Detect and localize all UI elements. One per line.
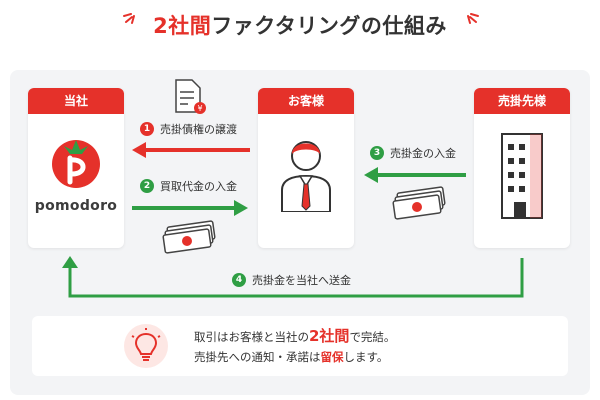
step-2-label: 2 買取代金の入金	[140, 178, 237, 194]
company-logo-text: pomodoro	[34, 198, 118, 214]
lightbulb-icon-wrap	[124, 324, 168, 368]
step-1-badge: 1	[140, 122, 154, 136]
lightbulb-icon	[131, 328, 161, 361]
page-title: 2社間ファクタリングの仕組み	[0, 10, 600, 40]
step-4-badge: 4	[232, 273, 246, 287]
step-4-text: 売掛金を当社へ送金	[252, 274, 351, 287]
arrow-step1	[132, 142, 250, 158]
party-customer-label: お客様	[258, 88, 354, 114]
arrow-step4	[62, 256, 524, 298]
step-1-label: 1 売掛債権の譲渡	[140, 121, 237, 137]
title-sparkle-left-icon	[123, 13, 135, 24]
step-1-text: 売掛債権の譲渡	[160, 123, 237, 136]
note-line1-post: で完結。	[349, 330, 396, 344]
title-accent: 2社間	[153, 14, 212, 38]
party-customer-card: お客様	[258, 88, 354, 248]
party-debtor-label: 売掛先様	[474, 88, 570, 114]
info-note-text: 取引はお客様と当社の2社間で完結。 売掛先への通知・承諾は留保します。	[194, 326, 395, 367]
party-company-card: 当社 pomodoro	[28, 88, 124, 248]
step-4-label: 4 売掛金を当社へ送金	[232, 272, 351, 288]
note-line1-pre: 取引はお客様と当社の	[194, 330, 309, 344]
party-debtor-card: 売掛先様	[474, 88, 570, 248]
note-line1-highlight: 2社間	[309, 327, 350, 345]
title-sparkle-right-icon	[467, 13, 479, 24]
step-3-label: 3 売掛金の入金	[370, 145, 456, 161]
note-line2-pre: 売掛先への通知・承諾は	[194, 350, 321, 364]
note-line2-highlight: 留保	[320, 350, 344, 364]
step-2-badge: 2	[140, 179, 154, 193]
svg-text:¥: ¥	[197, 104, 202, 113]
arrow-step3	[364, 167, 466, 183]
office-building-icon	[501, 133, 543, 219]
banknotes-icon-2	[392, 186, 446, 220]
tomato-logo-icon	[52, 140, 100, 188]
arrow-step2	[132, 200, 248, 216]
step-3-badge: 3	[370, 146, 384, 160]
banknotes-icon	[162, 220, 216, 254]
info-note-line1: 取引はお客様と当社の2社間で完結。	[194, 326, 395, 347]
info-note-line2: 売掛先への通知・承諾は留保します。	[194, 347, 395, 367]
step-3-text: 売掛金の入金	[390, 147, 456, 160]
document-yen-icon: ¥	[175, 79, 206, 114]
person-icon	[281, 141, 331, 212]
info-note-box: 取引はお客様と当社の2社間で完結。 売掛先への通知・承諾は留保します。	[32, 316, 568, 376]
step-2-text: 買取代金の入金	[160, 180, 237, 193]
party-company-label: 当社	[28, 88, 124, 114]
title-rest: ファクタリングの仕組み	[211, 14, 447, 38]
note-line2-post: します。	[343, 350, 389, 364]
